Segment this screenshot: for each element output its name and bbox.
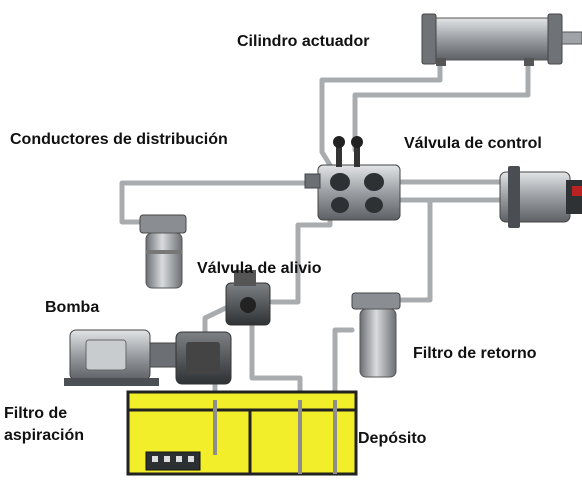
label-valvula-alivio: Válvula de alivio [197,260,322,277]
relief-valve [225,270,271,326]
return-filter [351,292,401,378]
pipe-relief-pump [202,302,235,341]
pipe-cylinder-right [352,57,531,153]
label-conductores-distribucion: Conductores de distribución [10,131,228,148]
control-valve [499,166,582,228]
pipe-distribution [119,180,325,225]
pipe-valve-return [385,197,433,303]
label-filtro-retorno: Filtro de retorno [413,345,537,362]
pipe-cylinder-left [319,52,443,168]
pump-assembly [64,329,232,386]
pipe-valve-relief [269,209,333,305]
label-filtro-aspiracion: Filtro de aspiración [4,405,85,444]
distribution-filter [139,214,187,289]
pipe-return-tank [332,327,355,403]
label-deposito: Depósito [358,430,427,447]
pipe-relief-tank [249,322,303,403]
cylinder-actuator [421,13,582,66]
directional-valve-block [304,136,401,221]
label-bomba: Bomba [45,299,100,316]
label-valvula-control: Válvula de control [404,135,542,152]
label-cilindro-actuador: Cilindro actuador [237,33,370,50]
reservoir-tank [126,390,358,476]
